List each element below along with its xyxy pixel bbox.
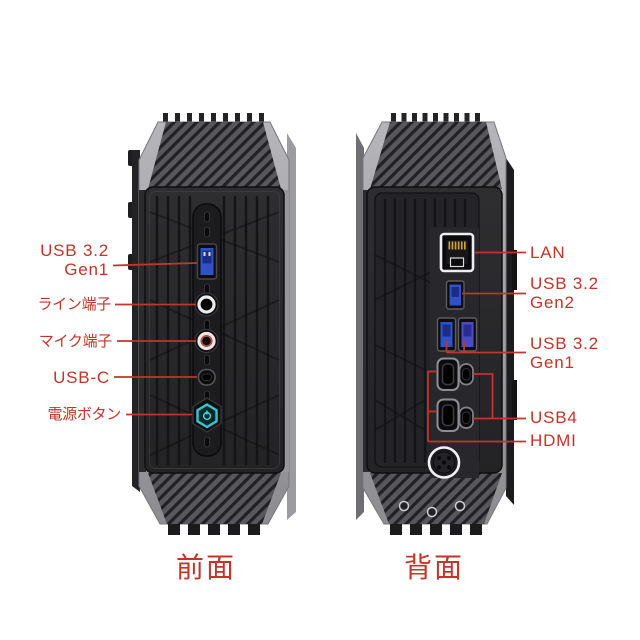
back-side-tab [512,380,517,420]
back-bottom-carbon-panel [370,473,502,524]
front-left-side [132,150,140,492]
front-device [128,113,296,535]
line-back-hdmi [427,370,526,443]
label-text: HDMI [530,431,577,450]
label-front-usb-c: USB-C [53,368,110,387]
label-text: LAN [530,243,566,262]
back-usb-gen1-ports [436,317,478,352]
label-back-usb4: USB4 [530,408,578,427]
label-back-usb32-gen2: USB 3.2 Gen2 [530,274,599,312]
caption-front-view: 前面 [176,552,237,583]
back-screw-holes [398,500,466,518]
label-text: 電源ボタン [47,406,121,423]
label-text: USB 3.2 [530,334,599,353]
line-front-usb32gen1 [112,262,198,267]
label-text: USB 3.2 [530,274,599,293]
back-device [356,113,517,535]
label-text: USB 3.2 [40,241,109,260]
label-front-line-jack: ライン端子 [37,296,111,313]
label-back-hdmi: HDMI [530,431,577,450]
label-text: Gen1 [64,260,109,279]
back-top-carbon-panel [370,122,502,189]
back-usb4-ports [458,363,474,429]
label-back-lan: LAN [530,243,565,262]
front-left-edge [139,190,146,472]
front-feet [168,524,260,535]
back-left-side [356,133,364,520]
back-ribs [383,198,467,464]
label-text: USB4 [530,408,578,427]
front-mic-jack [194,329,219,353]
front-bottom-carbon-panel [148,473,281,524]
label-front-mic-jack: マイク端子 [38,333,113,350]
back-top-fins [391,113,480,123]
label-text: USB-C [53,368,110,387]
back-feet [390,524,482,535]
front-ribs [155,195,270,466]
label-text: ライン端子 [37,296,111,313]
back-right-side [506,158,514,505]
annotation-lines [112,251,526,443]
line-back-usb4 [473,373,526,420]
back-hdmi-ports [436,357,460,432]
front-right-edge [282,190,289,472]
back-x-pattern [374,254,466,431]
front-power-button [192,397,222,433]
front-usb-c-port [197,368,216,386]
line-back-usb32gen1 [445,341,526,354]
back-side-tab [512,250,517,290]
back-left-edge [363,190,369,472]
label-text: Gen1 [530,353,575,372]
front-top-carbon-panel [148,122,281,189]
caption-back-view: 背面 [404,552,465,583]
back-dc-power-connector [427,446,461,479]
back-usb-gen2-port [445,280,465,310]
back-lan-port [439,232,475,273]
label-text: Gen2 [530,293,575,312]
front-top-fins [163,113,264,123]
front-line-jack [194,292,219,317]
front-face-frame [149,191,280,469]
label-front-usb32-gen1: USB 3.2 Gen1 [40,241,109,279]
label-front-power-button: 電源ボタン [47,406,121,423]
front-usb-a-port [196,243,218,280]
label-back-usb32-gen1: USB 3.2 Gen1 [530,334,599,372]
label-text: マイク端子 [38,333,113,350]
